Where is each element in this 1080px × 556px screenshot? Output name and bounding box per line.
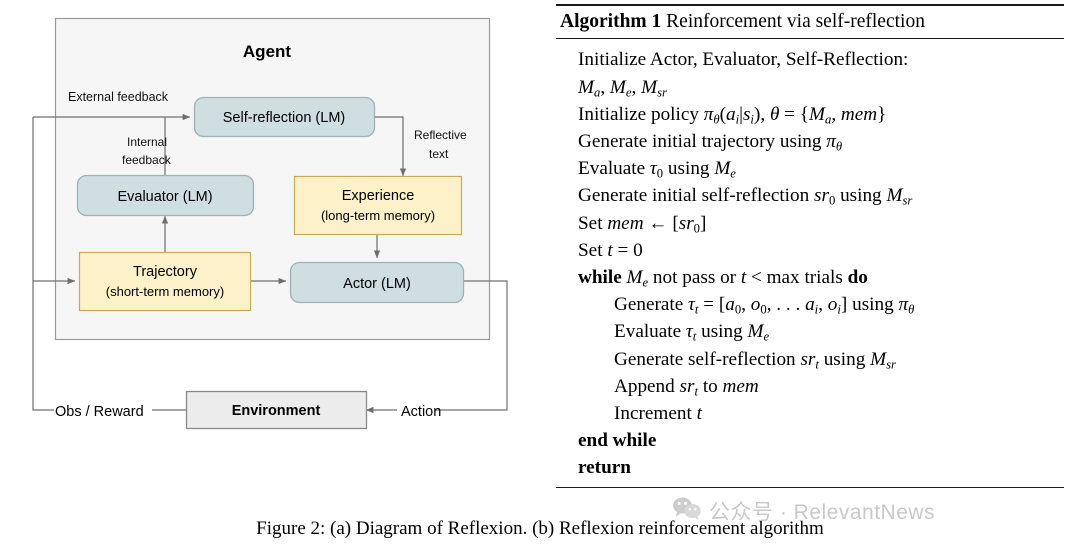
- algorithm-line-2: Ma, Me, Msr: [578, 76, 667, 100]
- edge-action-rail: [435, 280, 508, 411]
- box-experience-label-line1: Experience: [342, 188, 415, 204]
- box-trajectory-label-line1: Trajectory: [133, 264, 198, 280]
- algorithm-line-8: Set t = 0: [578, 239, 643, 261]
- box-environment-label: Environment: [232, 403, 321, 419]
- algorithm-line-5: Evaluate τ0 using Me: [578, 158, 736, 181]
- algorithm-block: Algorithm 1 Reinforcement via self-refle…: [556, 4, 1064, 488]
- algorithm-line-12: Generate self-reflection srt using Msr: [614, 348, 896, 372]
- box-trajectory-label-line2: (short-term memory): [106, 284, 224, 299]
- algorithm-line-1: Initialize Actor, Evaluator, Self-Reflec…: [578, 49, 909, 71]
- algorithm-line-10: Generate τt = [a0, o0, . . . ai, oi] usi…: [614, 294, 915, 317]
- box-environment: [185, 390, 368, 430]
- algorithm-line-3: Initialize policy πθ(ai|si), θ = {Ma, me…: [578, 103, 887, 127]
- label-reflective-text-line2: text: [429, 147, 449, 161]
- algorithm-top-rule: [556, 4, 1064, 6]
- box-self-reflection-label: Self-reflection (LM): [223, 110, 345, 126]
- algorithm-line-13: Append srt to mem: [614, 375, 759, 399]
- algorithm-line-9: while Me not pass or t < max trials do: [578, 267, 868, 290]
- edge-obs-reward-rail: [32, 117, 54, 411]
- label-reflective-text-line1: Reflective: [414, 128, 467, 142]
- algorithm-title-row: Algorithm 1 Reinforcement via self-refle…: [556, 6, 1064, 38]
- box-evaluator-label: Evaluator (LM): [117, 189, 212, 205]
- algorithm-line-15: end while: [578, 430, 657, 452]
- box-trajectory: [78, 251, 252, 312]
- agent-title: Agent: [243, 42, 292, 61]
- box-self-reflection: [193, 96, 376, 138]
- algorithm-title-text: Reinforcement via self-reflection: [666, 11, 925, 32]
- box-evaluator: [76, 174, 255, 217]
- algorithm-line-4: Generate initial trajectory using πθ: [578, 130, 843, 154]
- algorithm-line-16: return: [578, 457, 631, 479]
- label-obs-reward: Obs / Reward: [55, 404, 144, 420]
- edge-reflective-text: [374, 116, 407, 177]
- algorithm-line-6: Generate initial self-reflection sr0 usi…: [578, 185, 913, 208]
- algorithm-line-11: Evaluate τt using Me: [614, 321, 770, 344]
- figure-caption: Figure 2: (a) Diagram of Reflexion. (b) …: [256, 518, 824, 539]
- reflexion-diagram: Self-reflection (LM) Evaluator (LM) Expe…: [0, 0, 520, 470]
- algorithm-number-label: Algorithm 1: [560, 11, 662, 32]
- algorithm-line-14: Increment t: [614, 403, 702, 425]
- box-experience-label-line2: (long-term memory): [321, 208, 435, 223]
- algorithm-header-rule: [556, 38, 1064, 40]
- box-actor: [289, 261, 465, 304]
- label-internal-feedback-line1: Internal: [127, 135, 167, 149]
- box-actor-label: Actor (LM): [343, 276, 411, 292]
- algorithm-bottom-rule: [556, 486, 1064, 488]
- label-internal-feedback-line2: feedback: [122, 153, 172, 167]
- label-external-feedback: External feedback: [68, 90, 169, 104]
- algorithm-line-7: Set mem ← [sr0]: [578, 212, 707, 236]
- box-experience: [293, 175, 463, 236]
- algorithm-body: Initialize Actor, Evaluator, Self-Reflec…: [556, 39, 1064, 486]
- label-action: Action: [401, 404, 441, 420]
